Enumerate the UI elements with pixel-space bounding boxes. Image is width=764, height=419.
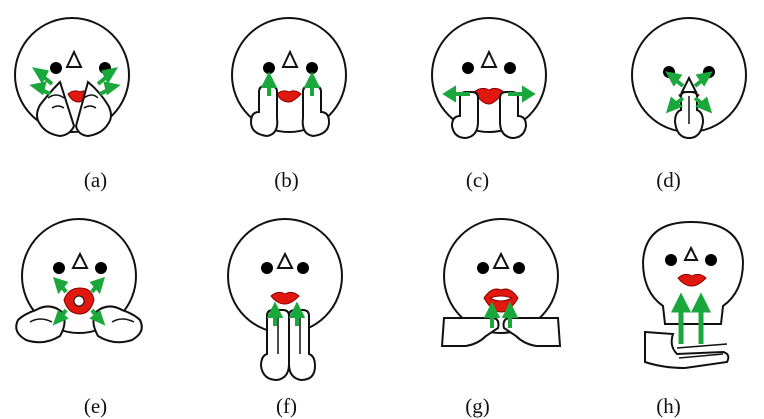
panel-b-label: (b) [191,168,382,192]
panel-g: (g) [382,204,573,414]
panel-f-label: (f) [191,394,382,418]
face-neck-stroke-icon [573,204,764,394]
face-nose-wing-icon [573,0,764,170]
panel-b: (b) [191,0,382,210]
panel-a: (a) [0,0,191,210]
panel-e: (e) [0,204,191,414]
panel-h-label: (h) [573,394,764,418]
face-lip-corners-icon [382,0,573,170]
face-cheek-massage-icon [0,0,191,170]
panel-e-label: (e) [0,394,191,418]
panel-f: (f) [191,204,382,414]
face-jaw-palms-icon [382,204,573,394]
panel-a-label: (a) [0,168,191,192]
face-round-mouth-icon [0,204,191,394]
panel-c: (c) [382,0,573,210]
face-chin-lift-icon [191,204,382,394]
panel-c-label: (c) [382,168,573,192]
panel-g-label: (g) [382,394,573,418]
panel-d-label: (d) [573,168,764,192]
panel-d: (d) [573,0,764,210]
panel-h: (h) [573,204,764,414]
face-fingers-upward-icon [191,0,382,170]
